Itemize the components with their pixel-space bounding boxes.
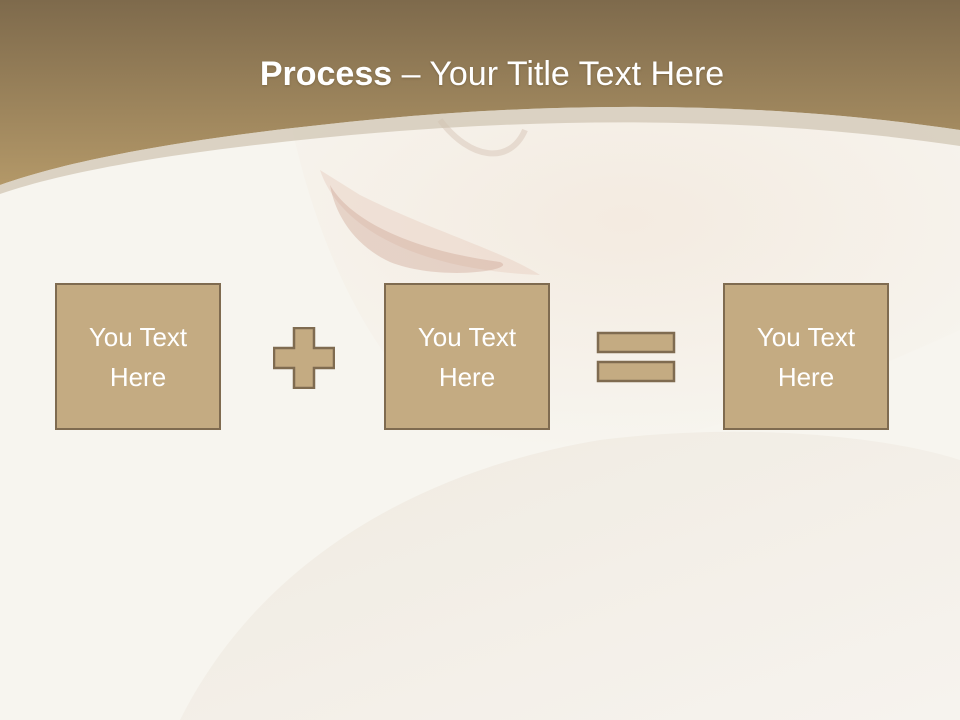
title-strong: Process [259,55,393,93]
process-step-2: You Text Here [384,283,550,430]
header-band [0,0,960,194]
process-step-1: You Text Here [55,283,221,430]
page-title: Process – Your Title Text Here [0,52,960,96]
process-step-3-label: You Text Here [756,321,856,392]
title-rest: – Your Title Text Here [392,55,725,93]
process-step-2-label: You Text Here [417,321,517,392]
plus-icon [273,327,335,389]
process-step-3: You Text Here [723,283,889,430]
equals-icon [596,331,676,383]
process-step-1-label: You Text Here [88,321,188,392]
